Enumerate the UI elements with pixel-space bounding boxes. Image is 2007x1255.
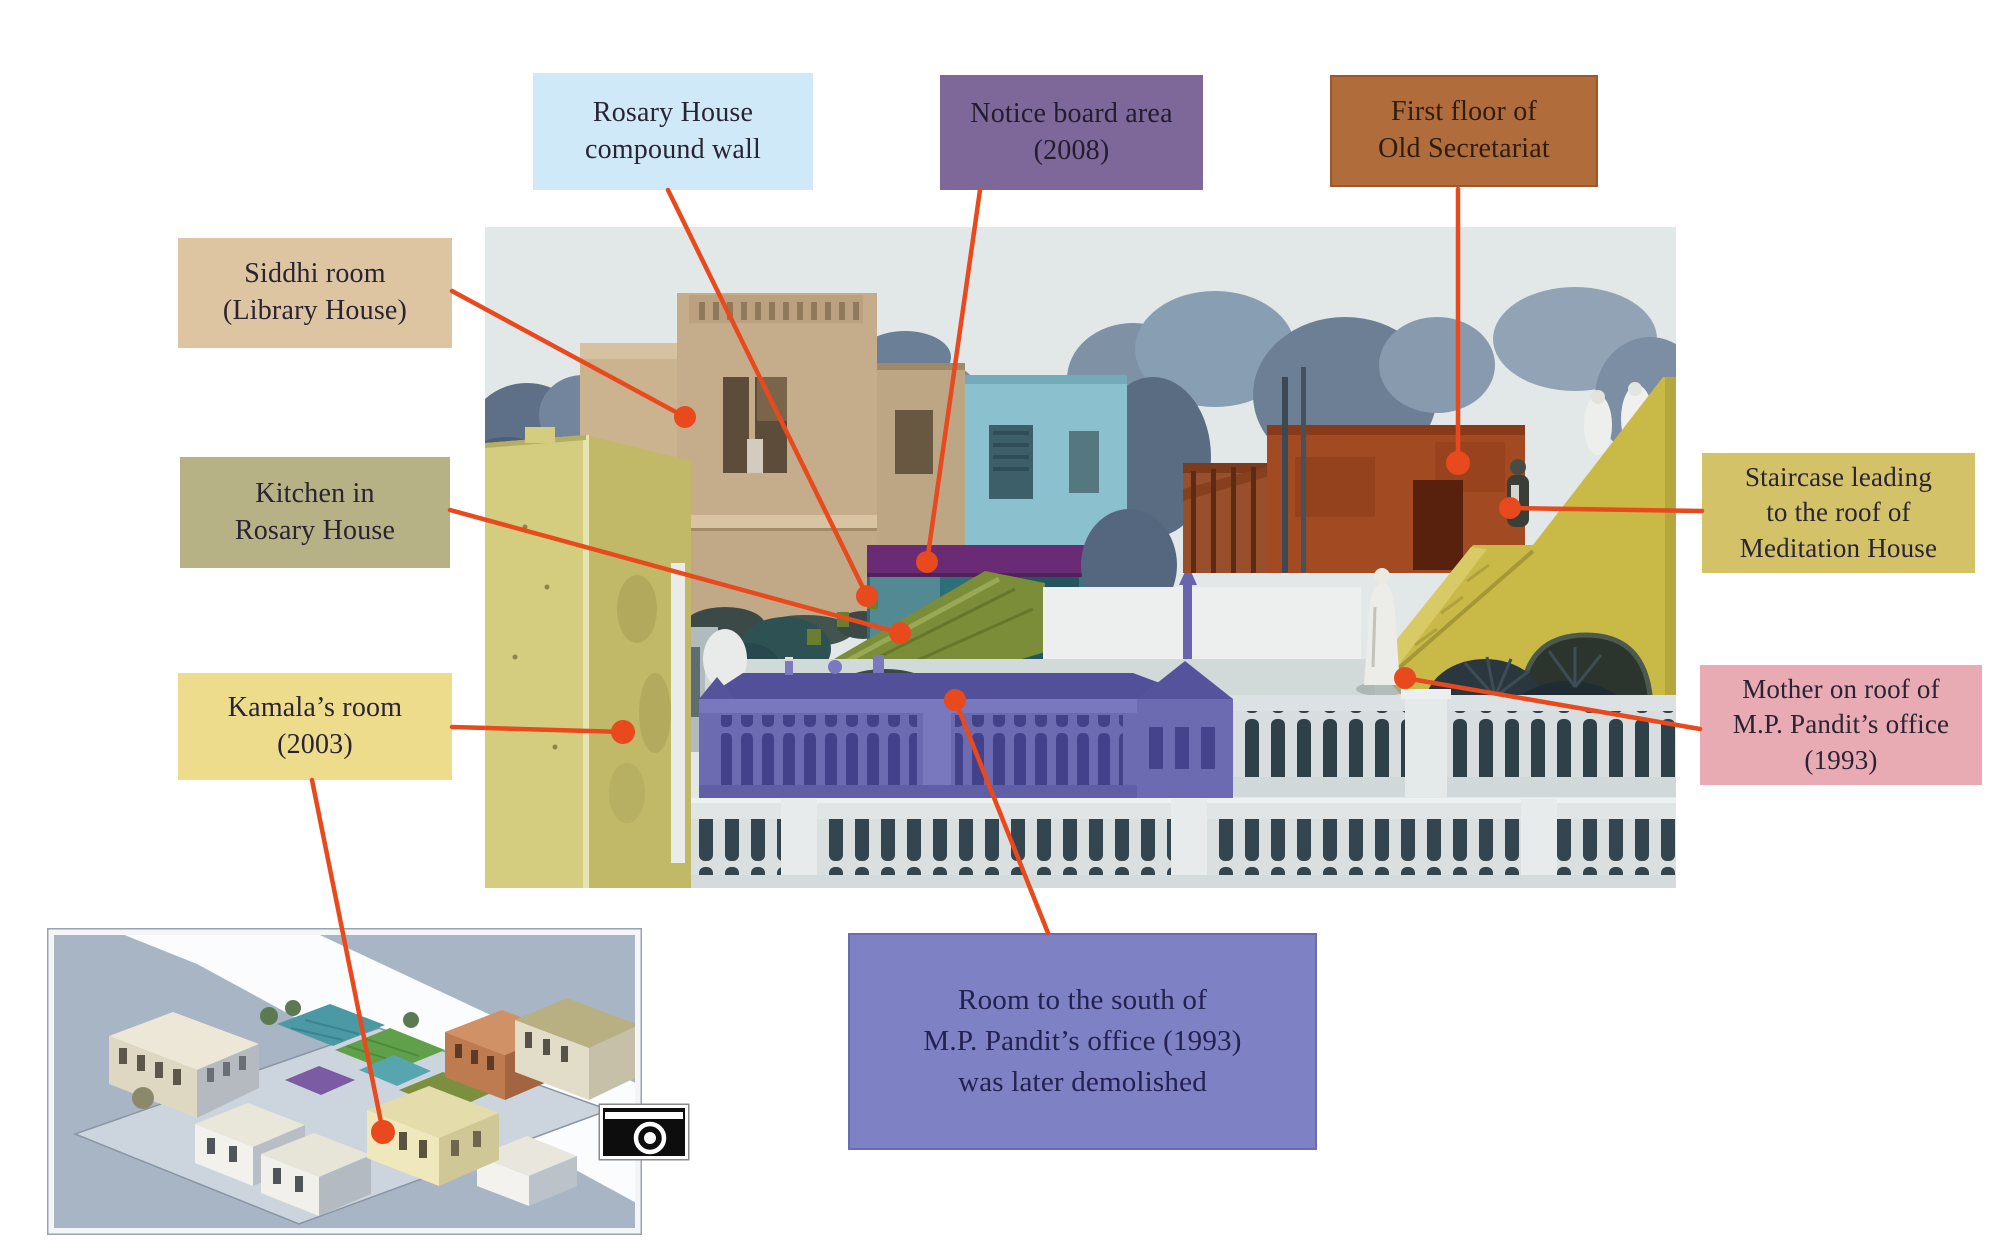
label-line: M.P. Pandit’s office bbox=[1732, 709, 1950, 740]
label-line: Meditation House bbox=[1739, 532, 1938, 563]
label-siddhi-room: Siddhi room (Library House) bbox=[178, 238, 452, 348]
inset-right-building bbox=[515, 998, 639, 1100]
label-line: Mother on roof of bbox=[1742, 673, 1940, 704]
label-line: First floor of bbox=[1391, 96, 1537, 128]
label-line: Rosary House bbox=[234, 514, 396, 546]
label-line: Room to the south of bbox=[958, 983, 1207, 1016]
label-line: Rosary House bbox=[592, 96, 754, 128]
label-mother-on-roof: Mother on roof of M.P. Pandit’s office (… bbox=[1700, 665, 1982, 785]
label-line: Old Secretariat bbox=[1378, 133, 1550, 164]
white-wall bbox=[1043, 565, 1361, 672]
camera-icon bbox=[598, 1103, 690, 1166]
label-rosary-compound-wall: Rosary House compound wall bbox=[533, 73, 813, 190]
label-line: M.P. Pandit’s office (1993) bbox=[923, 1024, 1242, 1057]
label-line: Kitchen in bbox=[255, 477, 375, 509]
label-line: Kamala’s room bbox=[227, 691, 403, 723]
label-room-south: Room to the south of M.P. Pandit’s offic… bbox=[848, 933, 1317, 1150]
inset-map-illustration bbox=[47, 928, 642, 1235]
label-line: was later demolished bbox=[958, 1066, 1207, 1099]
label-line: (2008) bbox=[1033, 134, 1110, 166]
label-line: compound wall bbox=[584, 133, 761, 165]
inset-building-left bbox=[109, 1012, 259, 1118]
label-line: to the roof of bbox=[1766, 497, 1911, 528]
inset-trees bbox=[132, 1000, 419, 1109]
label-line: Staircase leading bbox=[1744, 461, 1933, 492]
label-kitchen: Kitchen in Rosary House bbox=[180, 457, 450, 568]
inset-map bbox=[47, 928, 642, 1240]
label-line: Siddhi room bbox=[244, 258, 386, 290]
inset-front-row bbox=[195, 1103, 577, 1216]
lower-balustrade bbox=[625, 798, 1676, 888]
photo-tone bbox=[485, 227, 1676, 888]
label-staircase: Staircase leading to the roof of Meditat… bbox=[1702, 453, 1975, 573]
label-line: Notice board area bbox=[970, 97, 1173, 129]
photo-illustration bbox=[485, 227, 1676, 888]
label-line: (Library House) bbox=[222, 295, 408, 326]
label-line: (1993) bbox=[1804, 744, 1878, 775]
label-line: (2003) bbox=[277, 728, 353, 760]
label-kamala-room: Kamala’s room (2003) bbox=[178, 673, 452, 780]
old-secretariat-building bbox=[1183, 367, 1525, 573]
label-old-secretariat: First floor of Old Secretariat bbox=[1330, 75, 1598, 187]
label-notice-board: Notice board area (2008) bbox=[940, 75, 1203, 190]
